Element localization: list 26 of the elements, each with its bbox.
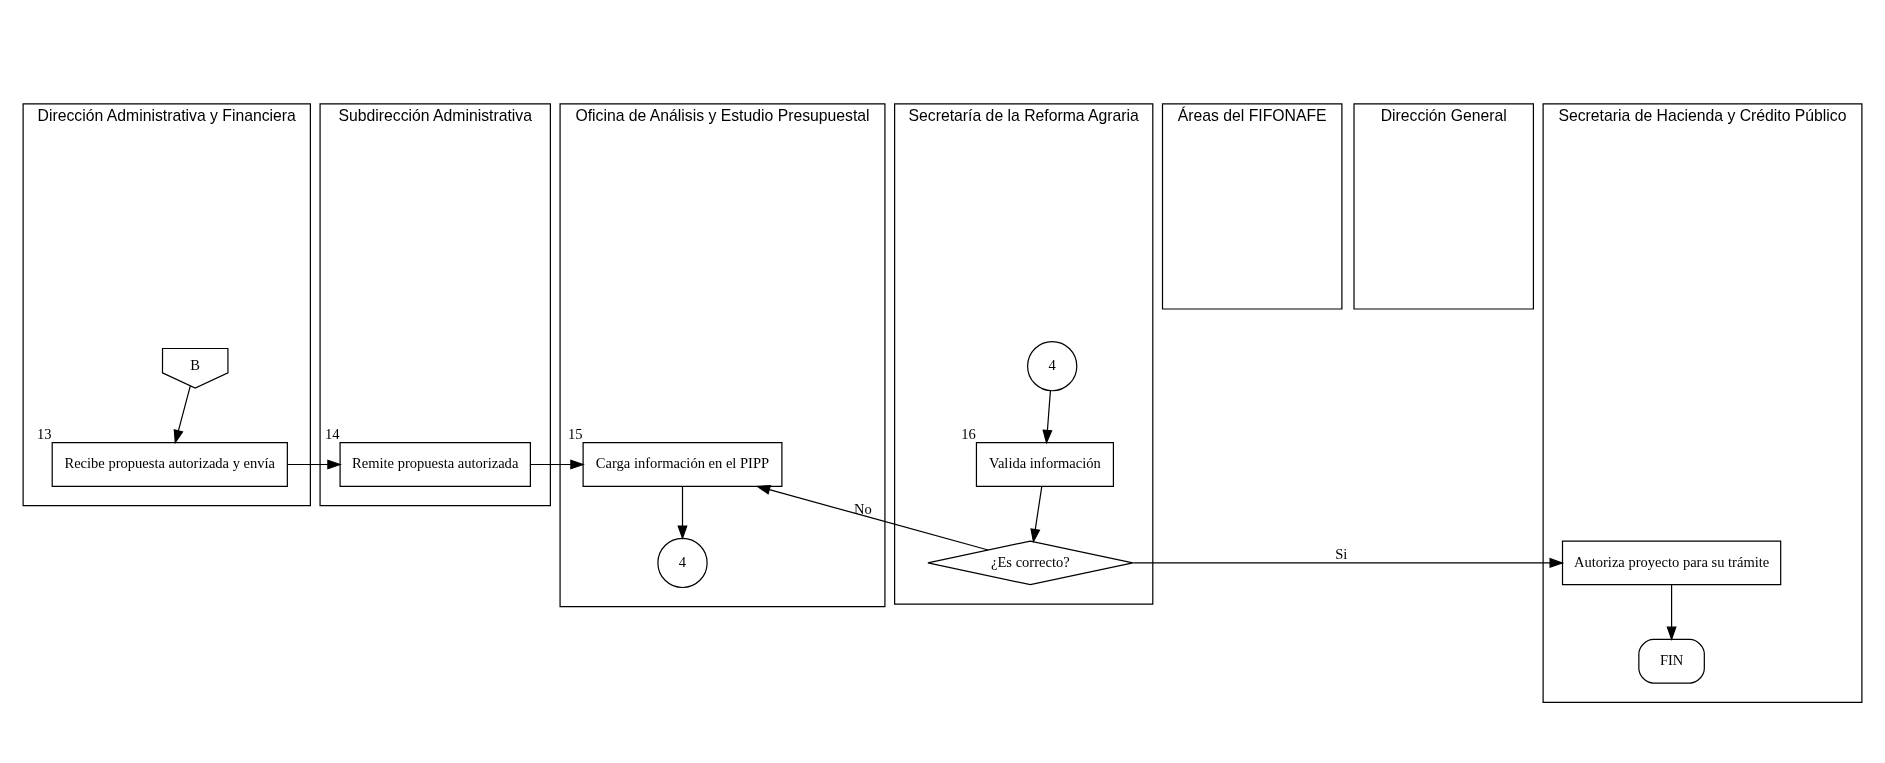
node-label: 14	[324, 425, 340, 442]
arrow	[1042, 389, 1053, 444]
arrow	[173, 384, 191, 444]
node-box: Recibe propuesta autorizada y envía	[51, 441, 288, 487]
node-label: 15	[567, 425, 583, 442]
arrow	[755, 484, 989, 551]
node-label: 13	[37, 425, 52, 442]
arrow	[677, 485, 688, 540]
node-box: Carga información en el PIPP	[582, 441, 783, 487]
node-box: Áreas del FIFONAFE	[1161, 102, 1343, 310]
node-box: FIN	[1638, 638, 1705, 684]
arrow	[1030, 485, 1043, 543]
edge-label: No	[854, 500, 872, 517]
node-box: Remite propuesta autorizada	[339, 441, 531, 487]
node-circle: 4	[1027, 340, 1078, 391]
node-circle: 4	[657, 537, 708, 588]
edge-label: Si	[1335, 545, 1348, 562]
node-box: Dirección General	[1353, 102, 1534, 310]
arrow	[530, 458, 585, 470]
node-box: Valida información	[975, 441, 1114, 487]
node-label: 16	[961, 425, 976, 442]
node-box: Autoriza proyecto para su trámite	[1561, 539, 1782, 585]
node-diamond: ¿Es correcto?	[927, 539, 1134, 585]
arrow	[1132, 557, 1565, 568]
arrow	[1666, 583, 1677, 641]
arrow	[286, 458, 342, 470]
